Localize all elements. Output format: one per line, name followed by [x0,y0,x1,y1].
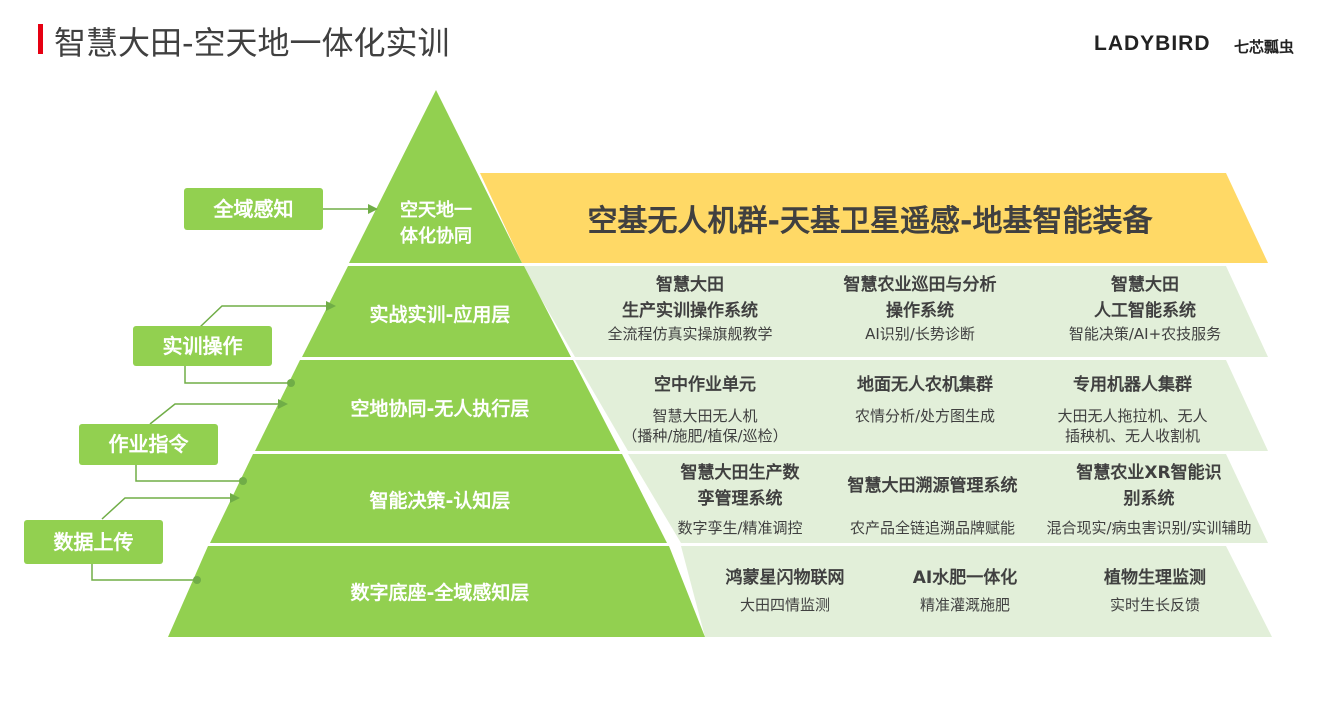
cell-heading: 操作系统 [886,301,954,321]
cell-xr-recognition-system: 智慧农业XR智能识 别系统 混合现实/病虫害识别/实训辅助 [1032,460,1266,538]
connector-upload-feedback [91,564,196,581]
apex-label: 空天地一 体化协同 [376,198,496,250]
cell-heading: 空中作业单元 [654,375,756,395]
page-title: 智慧大田-空天地一体化实训 [54,24,450,62]
cell-digital-twin-system: 智慧大田生产数 孪管理系统 数字孪生/精准调控 [655,460,825,538]
cell-heading: 鸿蒙星闪物联网 [725,568,845,588]
cell-field-training-system: 智慧大田 生产实训操作系统 全流程仿真实操旗舰教学 [585,272,795,344]
connector-upload [101,497,232,520]
cell-patrol-analysis-system: 智慧农业巡田与分析 操作系统 AI识别/长势诊断 [815,272,1025,344]
banner-band [480,173,1268,263]
pyramid-tier-4 [168,546,705,637]
cell-subtext: 混合现实/病虫害识别/实训辅助 [1046,519,1252,537]
side-label-upload: 数据上传 [24,520,163,564]
cell-heading: 别系统 [1123,489,1175,509]
cell-subtext: （播种/施肥/植保/巡检） [622,427,788,445]
pyramid-tier-3 [210,454,667,543]
cell-ai-system: 智慧大田 人工智能系统 智能决策/AI+农技服务 [1045,272,1245,344]
cell-heading: 智慧大田 [656,275,724,295]
cell-subtext: 插秧机、无人收割机 [1064,427,1200,445]
side-label-training: 实训操作 [133,326,272,366]
arrow-head-sensing [368,204,378,214]
cell-traceability-system: 智慧大田溯源管理系统 农产品全链追溯品牌赋能 [830,473,1035,538]
cell-heading: 智慧农业XR智能识 [1076,463,1222,483]
cell-subtext: 数字孪生/精准调控 [677,519,803,537]
arrow-head-training [326,301,336,311]
connector-training [199,305,328,328]
cell-subtext: 农情分析/处方图生成 [854,407,996,425]
connector-training-feedback [184,366,290,384]
logo: LADYBIRD [1094,32,1211,55]
cell-subtext: 智能决策/AI+农技服务 [1068,325,1222,343]
pyramid-tier-2 [255,360,620,451]
cell-robot-cluster: 专用机器人集群 大田无人拖拉机、无人 插秧机、无人收割机 [1035,372,1230,446]
cell-iot-network: 鸿蒙星闪物联网 大田四情监测 [700,565,870,615]
dot-command [239,477,247,485]
cell-heading: 植物生理监测 [1104,568,1206,588]
cell-heading: AI水肥一体化 [912,568,1018,588]
logo-chinese-name: 七芯瓢虫 [1234,38,1295,56]
cell-heading: 专用机器人集群 [1073,375,1192,395]
cell-heading: 智慧大田生产数 [680,463,800,483]
cell-heading: 智慧农业巡田与分析 [843,275,997,295]
connector-command [149,403,280,425]
pyramid-tier-1 [302,266,571,357]
cell-heading: 智慧大田溯源管理系统 [847,476,1018,496]
dot-upload [193,576,201,584]
apex-label-line1: 空天地一 [400,200,472,221]
band-row-2 [575,360,1268,451]
level-label-perception: 数字底座-全域感知层 [350,582,530,604]
cell-heading: 孪管理系统 [697,489,783,509]
cell-heading: 生产实训操作系统 [622,301,758,321]
cell-subtext: AI识别/长势诊断 [865,325,975,343]
cell-subtext: 大田无人拖拉机、无人 [1057,407,1208,425]
side-label-command: 作业指令 [79,424,218,465]
arrow-head-upload [230,493,240,503]
cell-heading: 地面无人农机集群 [857,375,993,395]
band-row-1 [522,266,1268,357]
cell-subtext: 农产品全链追溯品牌赋能 [849,519,1015,537]
cell-heading: 人工智能系统 [1094,301,1196,321]
arrow-head-command [278,399,288,409]
cell-heading: 智慧大田 [1111,275,1179,295]
side-label-sensing: 全域感知 [184,188,323,230]
connector-command-feedback [135,465,242,482]
cell-plant-physiology: 植物生理监测 实时生长反馈 [1075,565,1235,615]
level-label-execution: 空地协同-无人执行层 [350,398,530,420]
cell-subtext: 全流程仿真实操旗舰教学 [607,325,773,343]
dot-training [287,379,295,387]
banner-title: 空基无人机群-天基卫星遥感-地基智能装备 [587,204,1153,239]
cell-water-fertilizer: AI水肥一体化 精准灌溉施肥 [885,565,1045,615]
cell-subtext: 实时生长反馈 [1109,596,1200,614]
apex-label-line2: 体化协同 [400,226,472,247]
title-accent-bar [38,24,43,54]
cell-subtext: 精准灌溉施肥 [919,596,1010,614]
cell-aerial-unit: 空中作业单元 智慧大田无人机 （播种/施肥/植保/巡检） [615,372,795,446]
cell-ground-machinery: 地面无人农机集群 农情分析/处方图生成 [830,372,1020,426]
band-row-3 [628,454,1268,543]
level-label-cognition: 智能决策-认知层 [369,490,511,512]
pyramid-apex [349,90,522,263]
cell-subtext: 智慧大田无人机 [652,407,758,425]
level-label-application: 实战实训-应用层 [369,304,511,326]
band-row-4 [681,546,1272,637]
cell-subtext: 大田四情监测 [739,596,830,614]
